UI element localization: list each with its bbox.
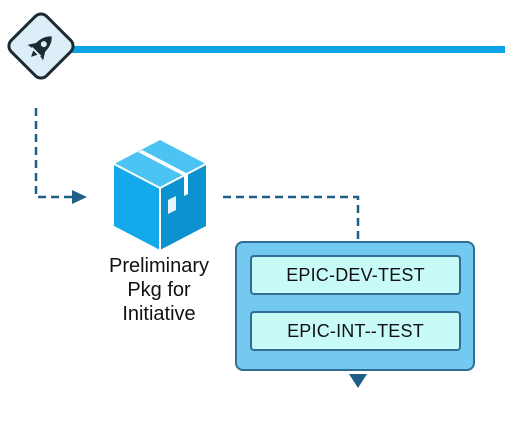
connector-stage-to-package	[34, 108, 74, 199]
connector-package-to-group	[223, 195, 360, 240]
stage-node[interactable]	[6, 11, 77, 82]
environment-epic-int-test[interactable]: EPIC-INT--TEST	[250, 311, 461, 351]
connector-arrowhead	[72, 190, 87, 204]
package-box-icon	[113, 140, 207, 250]
package-label-line-3: Initiative	[122, 303, 196, 325]
package-label: Preliminary Pkg for Initiative	[84, 254, 234, 326]
environment-group[interactable]: EPIC-DEV-TEST EPIC-INT--TEST	[235, 241, 475, 371]
package-label-line-2: Pkg for	[127, 279, 191, 301]
pipeline-line	[62, 46, 505, 53]
group-output-arrow	[349, 374, 367, 388]
package-label-line-1: Preliminary	[108, 255, 210, 277]
environment-epic-dev-test[interactable]: EPIC-DEV-TEST	[250, 255, 461, 295]
